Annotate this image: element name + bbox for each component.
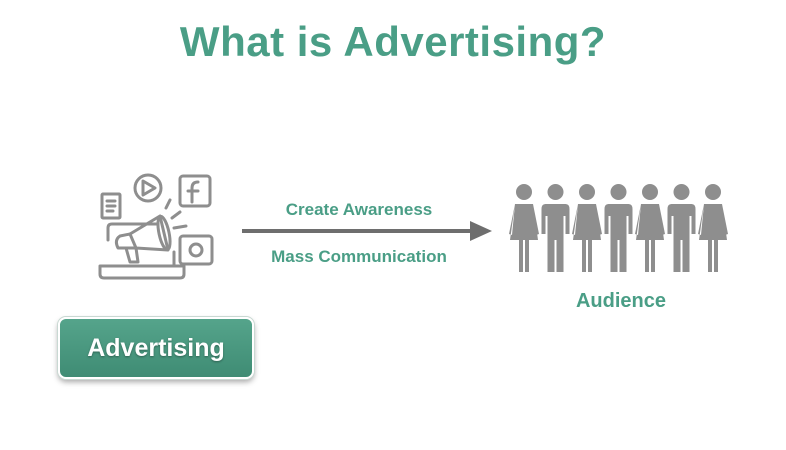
diagram-title: What is Advertising? [179,18,607,65]
advertising-button[interactable]: Advertising [58,317,254,379]
person-female-icon [572,184,602,272]
person-female-icon [635,184,665,272]
arrow-connector [242,221,492,241]
person-female-icon [698,184,728,272]
person-male-icon [604,184,633,272]
advertising-megaphone-icon [98,173,214,280]
person-female-icon [509,184,539,272]
person-male-icon [541,184,570,272]
audience-label: Audience [575,290,667,312]
connector-label-bottom: Mass Communication [271,247,447,266]
audience-people-icon [509,184,728,272]
person-male-icon [667,184,696,272]
connector-label-top: Create Awareness [285,200,433,219]
